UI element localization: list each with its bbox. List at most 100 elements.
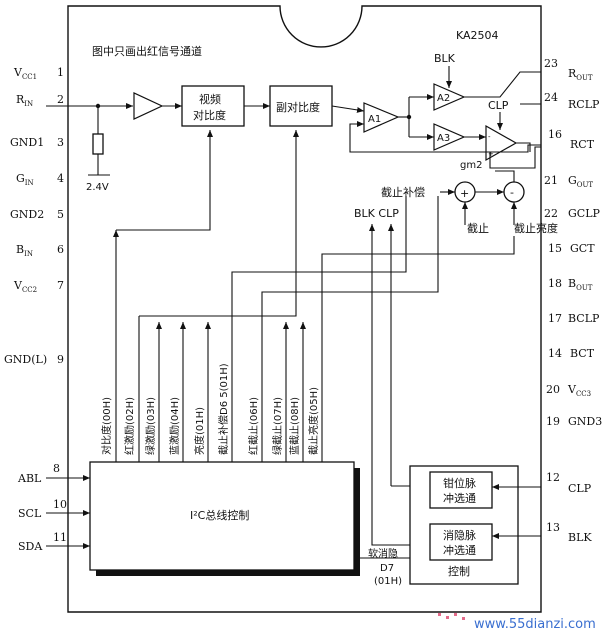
watermark-text: www.55dianzi.com [474, 617, 596, 632]
svg-text:10: 10 [53, 498, 67, 511]
right-pin-23: 23 ROUT [544, 57, 593, 82]
right-pin-20: 20 VCC3 [546, 383, 591, 398]
reg-wire-cutoff-bright [321, 236, 515, 462]
blk-clp-label: BLK CLP [354, 207, 399, 220]
svg-text:ABL: ABL [17, 472, 42, 485]
svg-text:BCLP: BCLP [568, 312, 600, 325]
svg-text:GND3: GND3 [568, 415, 602, 428]
cutoff-comp-label: 截止补偿 [381, 185, 425, 199]
svg-text:GND1: GND1 [10, 136, 44, 149]
svg-text:14: 14 [548, 347, 562, 360]
reg-label-green-cutoff: 绿截止(07H) [271, 397, 284, 455]
svg-text:16: 16 [548, 128, 562, 141]
svg-text:2: 2 [57, 93, 64, 106]
soft-blank-label-3: (01H) [374, 576, 402, 587]
reg-label-cutoff-comp: 截止补偿D6 5(01H) [217, 363, 230, 455]
amp-a3 [433, 123, 466, 151]
left-pin-4: GIN 4 [16, 172, 64, 187]
svg-text:BLK: BLK [568, 531, 592, 544]
svg-text:19: 19 [546, 415, 560, 428]
soft-blank-label-1: 软消隐 [368, 547, 398, 560]
left-pin-3: GND1 3 [10, 136, 64, 149]
svg-text:BOUT: BOUT [568, 277, 593, 292]
right-pin-18: 18 BOUT [548, 277, 593, 292]
right-pin-24: 24 RCLP [544, 91, 600, 111]
svg-text:GND(L): GND(L) [4, 353, 47, 366]
svg-text:6: 6 [57, 243, 64, 256]
gm2-minus: - [488, 133, 491, 141]
svg-text:21: 21 [544, 174, 558, 187]
control-label: 控制 [448, 564, 470, 578]
svg-text:SCL: SCL [18, 507, 42, 520]
pulse-pin-clp: 12 CLP [546, 471, 592, 495]
sub-contrast-label: 副对比度 [276, 100, 320, 114]
clamp-select-label-1: 钳位脉 [443, 476, 476, 490]
svg-text:SDA: SDA [18, 540, 43, 553]
bias-voltage: 2.4V [86, 182, 109, 193]
amp-a1 [363, 102, 400, 133]
soft-blank-label-2: D7 [380, 563, 394, 574]
svg-text:7: 7 [57, 279, 64, 292]
right-pin-19: 19 GND3 [546, 415, 602, 428]
left-pin-2: RIN 2 [16, 93, 64, 108]
cutoff-bright-label: 截止亮度 [514, 221, 558, 235]
gm2-label: gm2 [460, 160, 482, 171]
bus-pin-scl: SCL 10 [18, 498, 67, 520]
svg-text:20: 20 [546, 383, 560, 396]
pulse-pin-blk: 13 BLK [546, 521, 592, 544]
sum-up-wire [495, 170, 515, 182]
chip-name: KA2504 [456, 29, 499, 42]
chip-note: 图中只画出红信号通道 [92, 44, 202, 58]
sc-out-wire [331, 105, 365, 113]
reg-wire-cutoff-comp [231, 196, 407, 462]
video-contrast-block [181, 85, 245, 127]
reg-wire-red-cutoff [261, 196, 439, 462]
svg-text:13: 13 [546, 521, 560, 534]
svg-text:BIN: BIN [16, 243, 33, 258]
right-pin-14: 14 BCT [548, 347, 595, 360]
video-contrast-label-1: 视频 [199, 92, 221, 106]
left-pin-5: GND2 5 [10, 208, 64, 221]
left-pin-9: GND(L) 9 [4, 353, 64, 366]
clp-top-label: CLP [488, 99, 509, 112]
sum-node-minus [503, 181, 525, 203]
chip-outline [67, 5, 542, 613]
svg-text:9: 9 [57, 353, 64, 366]
svg-text:23: 23 [544, 57, 558, 70]
svg-text:RIN: RIN [16, 93, 33, 108]
right-pin-15: 15 GCT [548, 242, 595, 255]
svg-text:4: 4 [57, 172, 64, 185]
blank-select-label-2: 冲选通 [443, 543, 476, 557]
amp-a1-label: A1 [368, 114, 381, 125]
bus-pin-abl: ABL 8 [17, 462, 60, 485]
reg-label-green-drive: 绿激励(03H) [144, 397, 157, 455]
right-pin-21: 21 GOUT [544, 174, 593, 189]
i2c-control-block [89, 461, 355, 571]
svg-text:ROUT: ROUT [568, 67, 593, 82]
gm2-plus: + [488, 150, 494, 158]
blank-select-label-1: 消隐脉 [443, 528, 476, 542]
register-labels: 对比度(00H) 红激励(02H) 绿激励(03H) 蓝激励(04H) 亮度(0… [100, 363, 320, 455]
rct-wire [489, 146, 541, 169]
cutoff-label: 截止 [467, 221, 489, 235]
amp-a2-label: A2 [437, 93, 450, 104]
svg-text:GIN: GIN [16, 172, 34, 187]
svg-text:RCT: RCT [570, 138, 595, 151]
right-pin-22: 22 GCLP [544, 207, 601, 220]
bus-pin-sda: SDA 11 [18, 531, 67, 553]
blank-select-block [429, 523, 493, 561]
svg-text:RCLP: RCLP [568, 98, 600, 111]
svg-text:BCT: BCT [570, 347, 595, 360]
svg-text:GOUT: GOUT [568, 174, 593, 189]
reg-label-cutoff-bright: 截止亮度(05H) [307, 387, 320, 455]
svg-text:5: 5 [57, 208, 64, 221]
video-contrast-label-2: 对比度 [193, 108, 226, 122]
i2c-control-label: I²C总线控制 [190, 508, 249, 522]
reg-label-blue-cutoff: 蓝截止(08H) [288, 397, 301, 455]
bias-resistor [92, 133, 104, 155]
svg-text:17: 17 [548, 312, 562, 325]
reg-label-brightness: 亮度(01H) [193, 407, 206, 455]
a2-to-rout-wire [464, 71, 541, 98]
feedback-to-a1-wire [349, 121, 541, 153]
